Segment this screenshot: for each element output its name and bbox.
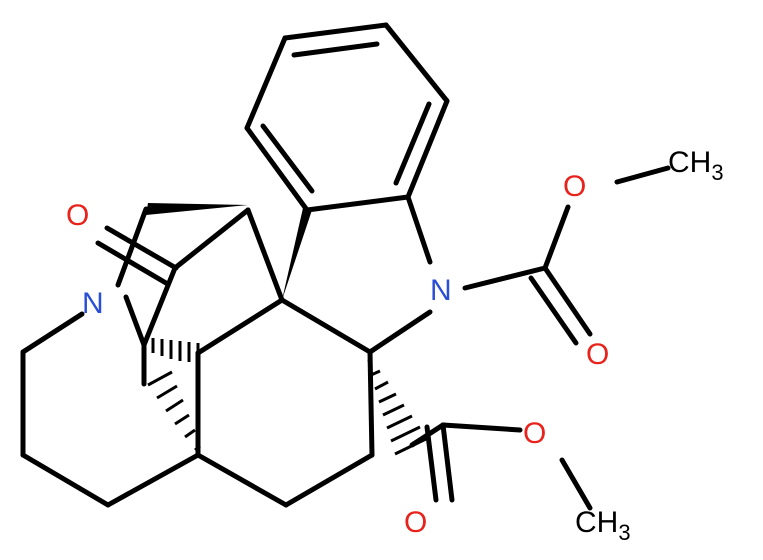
piperidine-ring [20,311,201,508]
lower-ring [195,297,375,508]
oxygen-carbamate-carbonyl-label: O [586,338,609,371]
nitrogen-indoline-label: N [430,274,452,307]
ester-group [367,358,593,511]
oxygen-ester-carbonyl-label: O [404,506,427,539]
carbamate-group [462,165,671,346]
hashed-bonds [147,338,201,452]
methyl-top-label: CH3 [668,146,724,185]
nitrogen-amine-label: N [82,287,104,320]
benzene-ring [244,22,450,213]
oxygen-ester-ether-label: O [523,417,546,450]
oxygen-carbamate-ether-label: O [563,170,586,203]
bridge-bonds [95,203,285,387]
methyl-bottom-label: CH3 [575,506,631,545]
indoline-ring [279,194,433,355]
oxygen-ketone-label: O [66,199,89,232]
wedge-bond-top [146,203,248,215]
wedge-bond [282,208,312,300]
